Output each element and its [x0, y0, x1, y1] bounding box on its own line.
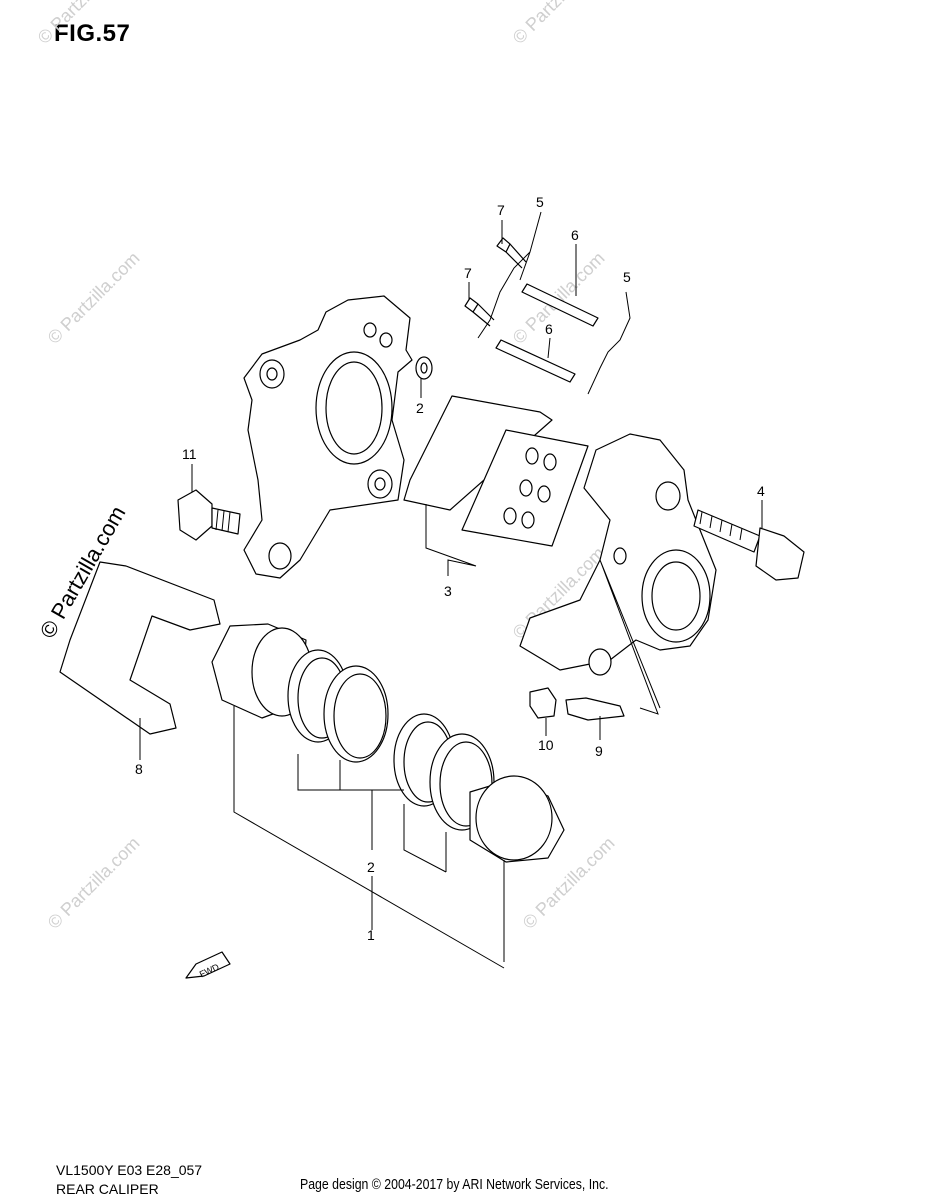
figure-title: FIG.57 — [54, 20, 131, 47]
callout-number: 9 — [595, 743, 603, 759]
watermark-text: © Partzilla.com — [509, 248, 609, 348]
watermark-text: © Partzilla.com — [509, 0, 609, 48]
caliper-body-left — [243, 295, 413, 579]
callout-number: 4 — [757, 483, 765, 499]
callout-number: 2 — [367, 859, 375, 875]
callout-number: 7 — [497, 202, 505, 218]
model-code: VL1500Y E03 E28_057 — [56, 1162, 203, 1178]
part-4-caliper-bolt — [693, 509, 805, 581]
part-11-mounting-bolt — [177, 489, 241, 541]
part-8-bracket — [59, 561, 221, 735]
callout-number: 5 — [623, 269, 631, 285]
watermark-text: © Partzilla.com — [44, 248, 144, 348]
callout-number: 11 — [182, 446, 197, 462]
watermark-text: © Partzilla.com — [44, 833, 144, 933]
part-3-brake-pads — [403, 395, 589, 576]
leader-lines — [139, 220, 763, 969]
callout-number: 7 — [464, 265, 472, 281]
page-credit: Page design © 2004-2017 by ARI Network S… — [300, 1176, 609, 1193]
callout-number: 6 — [571, 227, 579, 243]
callout-number: 6 — [545, 321, 553, 337]
part-7-pad-clip-lower — [464, 297, 495, 327]
part-6-pad-pin-lower — [495, 339, 576, 383]
part-7-pad-clip-upper — [496, 237, 527, 269]
callout-number: 5 — [536, 194, 544, 210]
part-1-piston-right — [469, 775, 565, 863]
watermark-text: © Partzilla.com — [34, 0, 134, 48]
fwd-arrow: FWD — [185, 951, 231, 979]
callout-number: 3 — [444, 583, 452, 599]
callout-number: 8 — [135, 761, 143, 777]
part-5-pad-spring-right — [587, 291, 631, 395]
callout-number: 10 — [538, 737, 554, 753]
callout-number: 2 — [416, 400, 424, 416]
part-9-bleeder-valve — [565, 697, 625, 721]
part-5-pad-spring-left — [477, 211, 542, 339]
part-2-small-washer — [415, 356, 433, 380]
part-6-pad-pin-upper — [521, 283, 599, 327]
caliper-body-right — [519, 433, 717, 715]
part-10-bleeder-cap — [529, 687, 557, 719]
section-name: REAR CALIPER — [56, 1181, 159, 1197]
part-2-dust-seal-left — [323, 665, 389, 763]
callout-number: 1 — [367, 927, 375, 943]
